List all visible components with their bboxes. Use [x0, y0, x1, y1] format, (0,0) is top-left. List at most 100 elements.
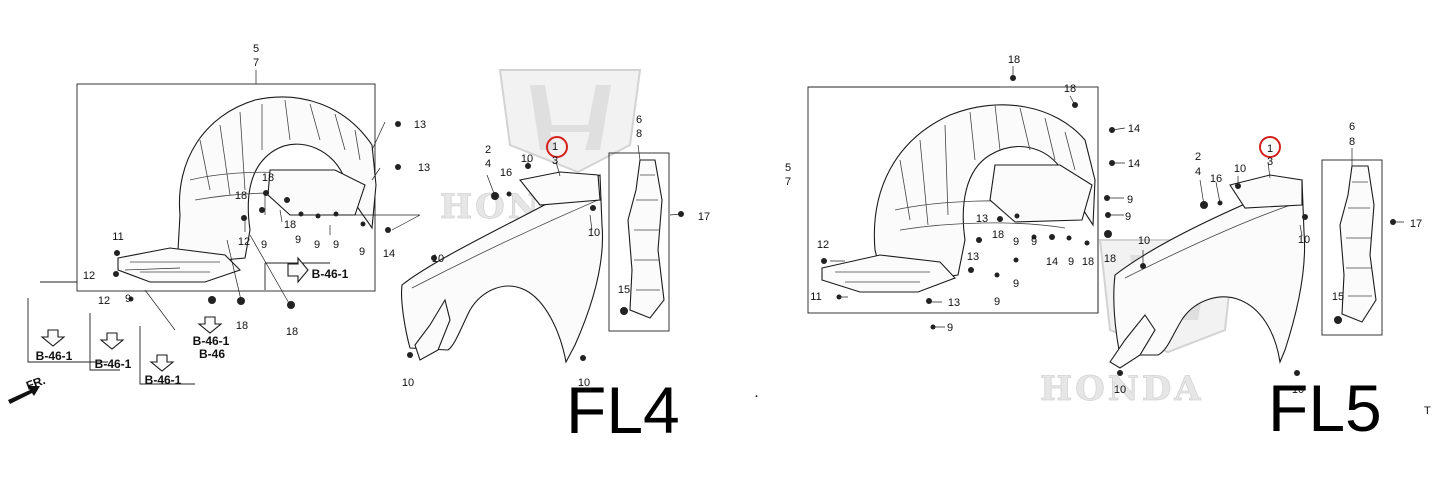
fl5-model-label: FL5 — [1268, 371, 1382, 445]
fl5-fender-front-bracket — [1109, 314, 1156, 369]
callout-number: 18 — [286, 326, 298, 338]
callout-number: 18 — [1064, 83, 1076, 95]
fl5-inner-fender-assembly — [807, 86, 1099, 314]
fl4-splash-shield — [117, 247, 242, 283]
clip-icon — [976, 237, 982, 243]
callout-number: 6 — [636, 114, 642, 126]
bolt-icon — [431, 255, 437, 261]
callout-number: 18 — [284, 219, 296, 231]
fl4-fender-side-bracket — [608, 152, 670, 332]
callout-number: 18 — [262, 172, 274, 184]
callout-number: 5 — [785, 162, 791, 174]
callout-number: 4 — [1195, 166, 1201, 178]
callout-number: 11 — [810, 291, 821, 303]
callout-number: 15 — [618, 284, 630, 296]
screw-icon — [1014, 213, 1020, 219]
callout-number: 16 — [1210, 173, 1222, 185]
callout-number: 13 — [976, 213, 988, 225]
front-direction-label: FR. — [24, 373, 47, 393]
arrow-down-icon — [149, 354, 175, 372]
clip-icon — [395, 164, 401, 170]
callout-number: 12 — [238, 236, 250, 248]
clip-icon — [968, 267, 974, 273]
clip-icon — [1104, 230, 1112, 238]
callout-number: 10 — [1138, 235, 1150, 247]
clip-icon — [926, 298, 932, 304]
fl4-side-bracket-part — [627, 159, 665, 319]
callout-number: 13 — [948, 297, 960, 309]
screw-icon — [994, 272, 1000, 278]
section-ref-label: B-46 — [199, 347, 225, 361]
clip-icon — [395, 121, 401, 127]
stray-mark: T — [1424, 405, 1431, 417]
callout-number: 4 — [485, 158, 491, 170]
section-ref-label: B-46-1 — [312, 267, 349, 281]
fl4-model-label: FL4 — [566, 373, 680, 447]
clip-icon — [113, 271, 119, 277]
clip-icon — [821, 258, 827, 264]
callout-number: 13 — [967, 251, 979, 263]
fl5-fender-side-bracket — [1321, 159, 1383, 336]
callout-number: 10 — [1292, 384, 1304, 396]
callout-number: 7 — [785, 176, 791, 188]
callout-number: 10 — [521, 153, 533, 165]
arrow-down-icon — [197, 316, 223, 334]
fl4-ref-arrows — [8, 256, 309, 404]
stray-mark: . — [755, 388, 758, 400]
clip-icon — [997, 216, 1003, 222]
callout-number: 5 — [253, 43, 259, 55]
clip-icon — [1302, 214, 1308, 220]
clip-icon — [241, 215, 247, 221]
callout-number: 15 — [1332, 291, 1344, 303]
fl4-highlight-circle — [546, 136, 568, 158]
callout-number: 9 — [295, 234, 301, 246]
callout-number: 13 — [418, 162, 430, 174]
callout-number: 10 — [1234, 163, 1246, 175]
bolt-icon — [1117, 370, 1123, 376]
screw-icon — [1013, 257, 1019, 263]
callout-number: 10 — [1114, 384, 1126, 396]
clip-icon — [1049, 234, 1055, 240]
screw-icon — [360, 221, 366, 227]
callout-number: 9 — [314, 239, 320, 251]
front-direction-arrow-icon — [8, 386, 40, 404]
fl5-fender-top-mount — [1229, 174, 1303, 209]
fl5-front-fender-panel — [1109, 174, 1306, 369]
callout-number: 14 — [1128, 158, 1140, 170]
callout-number: 10 — [402, 377, 414, 389]
screw-icon — [1031, 234, 1037, 240]
fl4-ref-labels: B-46-1B-46-1B-46-1B-46-1B-46B-46-1 — [36, 267, 349, 387]
clip-icon — [114, 250, 120, 256]
callout-number: 18 — [235, 190, 247, 202]
fl5-fender-liner-body — [873, 104, 1096, 283]
callout-number: 2 — [1195, 151, 1201, 163]
arrow-right-icon — [287, 256, 309, 284]
callout-number: 9 — [994, 296, 1000, 308]
arrow-down-icon — [40, 329, 66, 347]
callout-number: 3 — [552, 155, 558, 167]
callout-number: 9 — [947, 322, 953, 334]
callout-number: 9 — [1013, 278, 1019, 290]
callout-number: 10 — [432, 253, 444, 265]
clip-icon — [1334, 316, 1342, 324]
clip-icon — [237, 297, 245, 305]
screw-icon — [506, 191, 512, 197]
fl4-fender-top-mount — [519, 171, 601, 206]
callout-number: 10 — [588, 227, 600, 239]
callout-number: 16 — [500, 167, 512, 179]
section-ref-label: B-46-1 — [36, 349, 73, 363]
clip-icon — [620, 307, 628, 315]
section-ref-label: B-46-1 — [145, 373, 182, 387]
callout-number: 18 — [1104, 253, 1116, 265]
callout-number: 12 — [98, 295, 110, 307]
clip-icon — [208, 296, 216, 304]
callout-number: 18 — [992, 229, 1004, 241]
callout-number: 9 — [1125, 211, 1131, 223]
screw-icon — [1084, 240, 1090, 246]
screw-icon — [1066, 235, 1072, 241]
callout-number: 1 — [1267, 143, 1273, 155]
callout-number: 6 — [1349, 121, 1355, 133]
fl4-inner-fender-assembly — [76, 83, 377, 292]
